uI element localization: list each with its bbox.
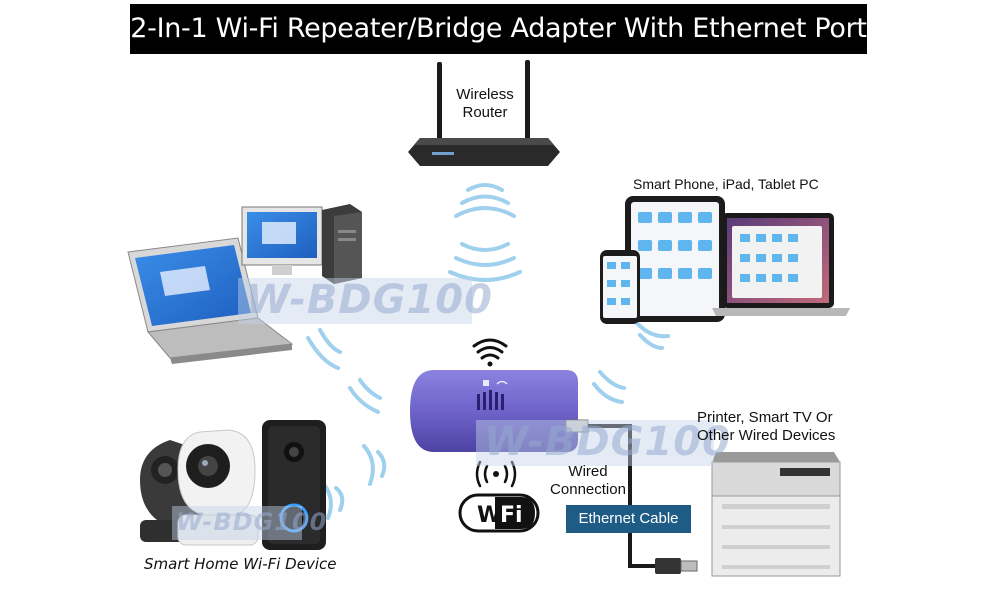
wifi-icon — [472, 338, 508, 367]
mobile-devices-label: Smart Phone, iPad, Tablet PC — [633, 176, 819, 192]
wifi-logo-left: Wi — [477, 503, 509, 528]
router-signal-waves — [448, 183, 522, 282]
wired-devices-line1: Printer, Smart TV Or — [697, 409, 833, 426]
printer-icon — [711, 452, 841, 577]
tablet-icon — [625, 196, 725, 322]
wired-connection-label: Wired Connection — [542, 463, 634, 499]
usb-plug-icon — [655, 558, 698, 574]
watermark-camera: W-BDG100 — [176, 508, 328, 536]
wired-connection-line2: Connection — [550, 481, 626, 498]
wifi-logo-icon: Wi Fi — [458, 493, 540, 533]
watermark-laptop: W-BDG100 — [246, 277, 493, 323]
laptop-icon — [127, 237, 294, 364]
watermark-box-camera — [172, 506, 302, 540]
watermark-box-laptop — [238, 278, 472, 324]
desktop-pc-icon — [241, 204, 362, 284]
doorbell-icon — [262, 420, 326, 550]
ethernet-cable-label: Ethernet Cable — [566, 505, 691, 533]
page-title: 2-In-1 Wi-Fi Repeater/Bridge Adapter Wit… — [130, 4, 867, 54]
watermark-box-adapter — [476, 420, 714, 466]
ip-camera-icon — [140, 429, 259, 546]
ethernet-cable — [588, 424, 668, 568]
router-label-line1: Wireless — [456, 86, 514, 103]
router-icon — [408, 60, 560, 166]
wired-devices-line2: Other Wired Devices — [697, 427, 836, 444]
wireless-waves-icon — [475, 460, 517, 488]
mobile-signal-waves — [592, 320, 670, 404]
laptop-signal-waves — [306, 328, 382, 414]
macbook-icon — [712, 213, 850, 316]
router-label-line2: Router — [462, 104, 508, 121]
camera-signal-waves — [320, 444, 387, 520]
watermark-adapter: W-BDG100 — [484, 419, 731, 465]
wifi-logo-right: Fi — [500, 503, 523, 528]
smart-home-label: Smart Home Wi-Fi Device — [144, 555, 337, 573]
smartphone-icon — [600, 250, 640, 324]
wired-connection-line1: Wired — [568, 463, 608, 480]
router-label: Wireless Router — [437, 86, 533, 122]
wired-devices-label: Printer, Smart TV Or Other Wired Devices — [697, 409, 835, 445]
